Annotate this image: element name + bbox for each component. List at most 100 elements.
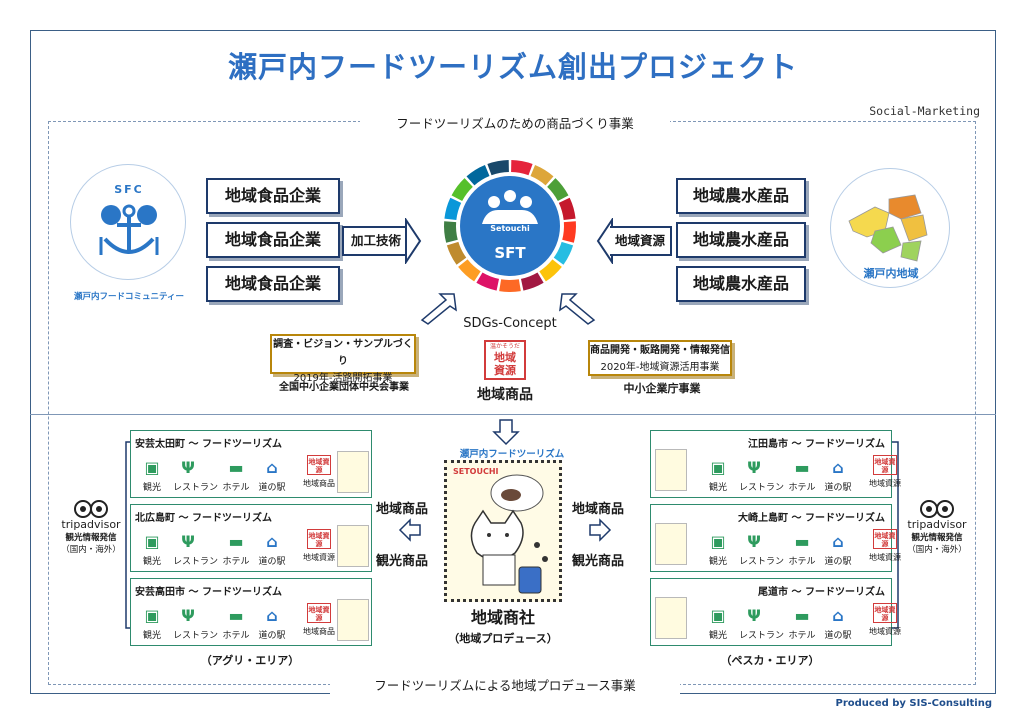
people-body-icon <box>482 210 538 224</box>
restaurant-icon: Ψ <box>747 606 761 625</box>
region-caption: 瀬戸内地域 <box>863 267 919 280</box>
area-icon-label: 観光 <box>708 483 727 493</box>
sdgs-wheel-segment <box>476 272 500 291</box>
left-project-line1: 調査・ビジョン・サンプルづくり <box>273 339 413 367</box>
area-title: 江田島市 ～ フードツーリズム <box>748 439 885 450</box>
hotel-icon: ▬ <box>794 606 810 625</box>
restaurant-icon: Ψ <box>181 532 195 551</box>
area-icon-label: 観光 <box>708 631 727 641</box>
area-badge: 地域資源地域商品 <box>297 455 341 489</box>
area-icon-label: レストラン <box>173 483 219 493</box>
area-icon-label: レストラン <box>739 631 785 641</box>
left-area-caption: （アグリ・エリア） <box>200 654 300 667</box>
agri-product-box-1: 地域農水産品 <box>676 178 806 214</box>
restaurant-icon: Ψ <box>181 606 195 625</box>
left-flow-arrow-icon <box>398 518 421 542</box>
right-flow-arrow-icon <box>589 518 612 542</box>
chiiki-badge-icon: 地域資源 <box>873 603 897 623</box>
sdgs-wheel-segment <box>451 178 473 201</box>
roadside-station-icon: ⌂ <box>266 532 278 551</box>
area-icon-label: ホテル <box>788 483 816 493</box>
sfc-caption: 瀬戸内フードコミュニティー <box>74 292 184 302</box>
setouchi-stamp: SETOUCHI <box>444 460 562 602</box>
roadside-station-icon: ⌂ <box>832 606 844 625</box>
area-icon-2: Ψ レストラン <box>739 606 785 642</box>
area-icon-1: ▣観光 <box>703 533 733 568</box>
area-icon-3: ▬ ホテル <box>787 458 817 494</box>
anchor-icon <box>99 204 159 255</box>
area-icon-3: ▬ホテル <box>787 533 817 568</box>
hotel-icon: ▬ <box>228 606 244 625</box>
chiiki-badge-icon: 地域資源 <box>307 529 331 549</box>
sft-label: SFT <box>494 244 526 262</box>
sft-inner-circle <box>460 176 560 276</box>
area-icon-4: ⌂道の駅 <box>257 607 287 642</box>
sightseeing-icon: ▣ <box>144 532 160 551</box>
badge-main-text: 地域資源 <box>494 351 516 377</box>
area-icon-label: 道の駅 <box>258 557 286 567</box>
right-bracket-icon <box>892 441 899 629</box>
area-icon-label: レストラン <box>739 483 785 493</box>
chiiki-badge-icon: 地域資源 <box>873 455 897 475</box>
tripadvisor-left: tripadvisor 観光情報発信 （国内・海外） <box>56 498 126 555</box>
produced-by: Produced by SIS-Consulting <box>835 698 992 709</box>
area-icon-1: ▣観光 <box>703 459 733 494</box>
sdgs-wheel-segment <box>444 197 462 220</box>
chiiki-badge-icon: 地域資源 <box>873 529 897 549</box>
area-last-label: 地域資源 <box>869 553 901 562</box>
up-left-arrow-icon <box>420 293 457 325</box>
area-title: 北広島町 ～ フードツーリズム <box>135 513 272 524</box>
sft-brand: Setouchi <box>490 224 530 233</box>
area-icon-4: ⌂ 道の駅 <box>257 532 287 568</box>
right-flow-label-1: 地域商品 <box>572 502 625 517</box>
agri-product-box-3: 地域農水産品 <box>676 266 806 302</box>
resources-arrow: 地域資源 <box>610 226 672 256</box>
processing-arrow: 加工技術 <box>342 226 408 256</box>
badge-top-text: 温かそうだ <box>489 343 520 350</box>
left-bracket-icon <box>125 441 132 629</box>
tripadvisor-owl-icon <box>920 500 954 518</box>
area-icon-label: ホテル <box>222 557 250 567</box>
area-map-icon <box>655 523 687 565</box>
area-icon-label: レストラン <box>173 631 219 641</box>
area-icon-1: ▣観光 <box>703 607 733 642</box>
social-marketing-label: Social-Marketing <box>869 104 980 118</box>
sdgs-wheel-segment <box>539 259 562 282</box>
hotel-icon: ▬ <box>794 458 810 477</box>
food-company-box-3: 地域食品企業 <box>206 266 340 302</box>
area-title: 尾道市 ～ フードツーリズム <box>758 587 885 598</box>
processing-arrowhead-icon <box>405 218 422 264</box>
area-map-icon <box>655 449 687 491</box>
people-icon <box>504 190 516 202</box>
left-project-box: 調査・ビジョン・サンプルづくり 2019年-活路開拓事業 <box>270 334 416 384</box>
area-icon-label: 観光 <box>708 557 727 567</box>
section-divider <box>30 414 996 415</box>
sfc-logo-text: SFC <box>114 183 144 196</box>
section-bottom-title: フードツーリズムによる地域プロデュース事業 <box>330 675 680 694</box>
setouchi-region-map: 瀬戸内地域 <box>830 168 950 288</box>
sdgs-wheel-segment <box>558 197 576 220</box>
area-badge: 地域資源地域商品 <box>297 603 341 637</box>
right-flow-label-2: 観光商品 <box>572 554 625 569</box>
up-right-arrow-icon <box>559 293 596 325</box>
area-icon-label: ホテル <box>222 631 250 641</box>
agri-product-box-2: 地域農水産品 <box>676 222 806 258</box>
area-icon-label: 道の駅 <box>824 557 852 567</box>
area-icon-3: ▬ ホテル <box>221 606 251 642</box>
tripadvisor-owl-icon <box>74 500 108 518</box>
area-badge: 地域資源地域資源 <box>863 529 907 563</box>
roadside-station-icon: ⌂ <box>266 458 278 477</box>
hotel-icon: ▬ <box>228 458 244 477</box>
area-title: 安芸太田町 ～ フードツーリズム <box>135 439 282 450</box>
left-flow-label-1: 地域商品 <box>376 502 429 517</box>
tripadvisor-right: tripadvisor 観光情報発信 （国内・海外） <box>902 498 972 555</box>
area-icon-4: ⌂道の駅 <box>823 459 853 494</box>
sdgs-wheel-segment <box>562 221 576 243</box>
area-icon-label: 観光 <box>142 631 161 641</box>
